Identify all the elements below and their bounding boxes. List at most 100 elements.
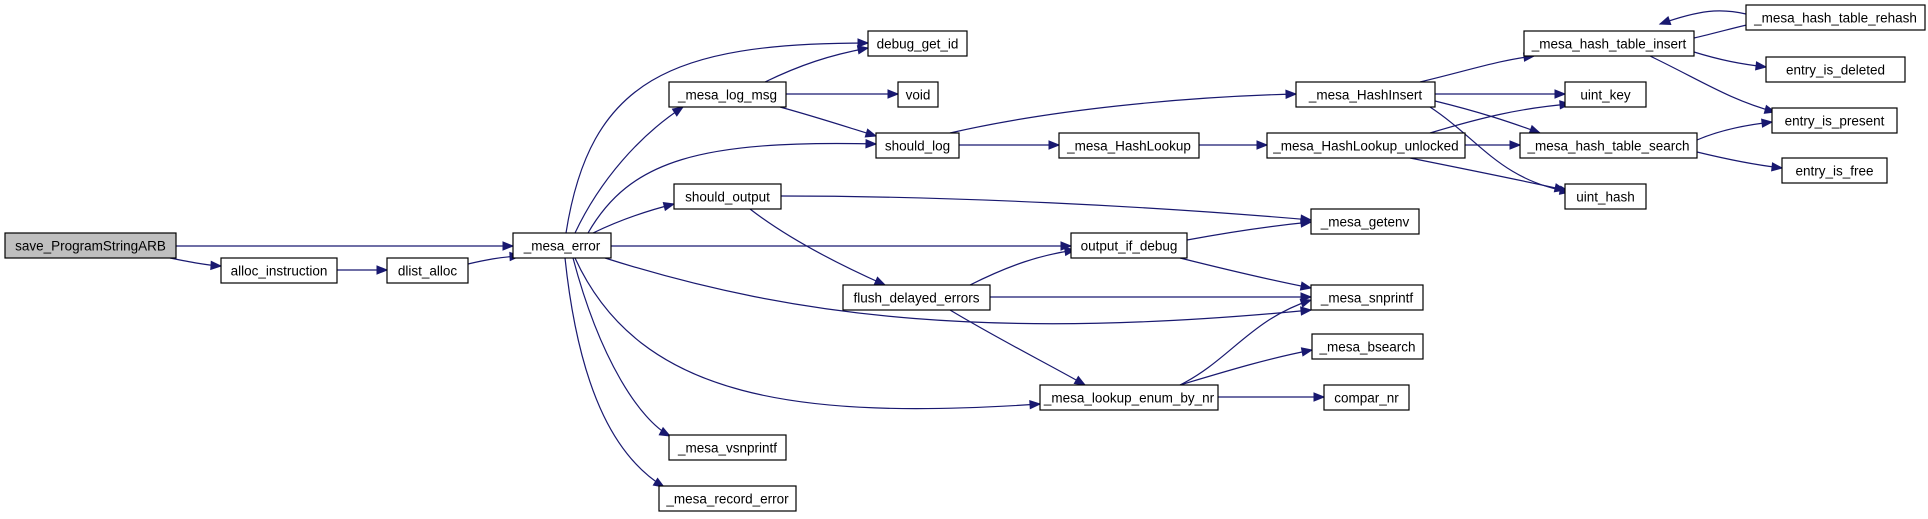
node-box-mesa-bsearch[interactable] [1311,333,1424,360]
node-entry-is-deleted[interactable]: entry_is_deleted [1765,56,1906,83]
node-entry-is-free[interactable]: entry_is_free [1781,157,1888,184]
node-box-uint-hash[interactable] [1564,183,1647,210]
edge-mesa-hash-table-search-to-entry-is-free [1696,151,1783,169]
edge-mesa-lookup-enum-by-nr-to-mesa-snprintf [1179,299,1312,386]
node-box-mesa-log-msg[interactable] [668,81,787,108]
node-box-dlist-alloc[interactable] [386,257,469,284]
node-label-entry-is-free: entry_is_free [1795,164,1873,179]
node-box-output-if-debug[interactable] [1070,232,1188,259]
node-box-mesa-snprintf[interactable] [1310,284,1424,311]
arrowhead-should-log-to-mesa-hashlookup [1048,140,1061,150]
node-should-log[interactable]: should_log [875,132,960,159]
arrowhead-flush-delayed-errors-to-mesa-snprintf [1300,292,1313,302]
node-mesa-snprintf[interactable]: _mesa_snprintf [1310,284,1424,311]
node-mesa-hashlookup-unlocked[interactable]: _mesa_HashLookup_unlocked [1266,132,1466,159]
node-mesa-hashlookup[interactable]: _mesa_HashLookup [1058,132,1200,159]
node-box-flush-delayed-errors[interactable] [842,284,991,311]
node-uint-key[interactable]: uint_key [1564,81,1647,108]
node-label-uint-hash: uint_hash [1576,190,1635,205]
node-flush-delayed-errors[interactable]: flush_delayed_errors [842,284,991,311]
node-label-mesa-record-error: _mesa_record_error [665,492,789,507]
node-box-uint-key[interactable] [1564,81,1647,108]
node-box-entry-is-deleted[interactable] [1765,56,1906,83]
edge-mesa-log-msg-to-debug-get-id [764,47,869,83]
arrowhead-mesa-log-msg-to-void [887,89,900,99]
edge-mesa-error-to-mesa-log-msg [574,106,684,234]
node-mesa-record-error[interactable]: _mesa_record_error [658,485,797,512]
edge-mesa-hash-table-rehash-to-mesa-hash-table-insert [1659,10,1747,25]
arrowhead-alloc-instruction-to-dlist-alloc [376,265,389,275]
arrowhead-output-if-debug-to-mesa-snprintf [1299,281,1313,291]
node-mesa-getenv[interactable]: _mesa_getenv [1310,208,1420,235]
node-box-mesa-lookup-enum-by-nr[interactable] [1039,384,1219,411]
edge-flush-delayed-errors-to-output-if-debug [969,249,1076,286]
arrowhead-save-programstringarb-to-mesa-error [502,241,515,251]
node-mesa-hash-table-search[interactable]: _mesa_hash_table_search [1519,132,1698,159]
arrowhead-mesa-hashlookup-to-mesa-hashlookup-unlocked [1256,140,1269,150]
arrowhead-mesa-error-to-should-output [662,201,676,212]
node-output-if-debug[interactable]: output_if_debug [1070,232,1188,259]
node-mesa-vsnprintf[interactable]: _mesa_vsnprintf [668,434,787,461]
node-box-entry-is-present[interactable] [1771,107,1898,134]
edge-should-output-to-mesa-getenv [780,195,1312,221]
arrowhead-mesa-error-to-mesa-log-msg [671,106,685,117]
arrowhead-mesa-hash-table-insert-to-entry-is-deleted [1755,61,1768,71]
node-dlist-alloc[interactable]: dlist_alloc [386,257,469,284]
node-box-mesa-hashlookup[interactable] [1058,132,1200,159]
node-box-debug-get-id[interactable] [867,30,968,57]
node-box-void[interactable] [897,81,939,108]
node-label-should-log: should_log [885,139,950,154]
node-alloc-instruction[interactable]: alloc_instruction [220,257,338,284]
arrowhead-should-log-to-mesa-hashinsert [1285,89,1298,100]
arrowhead-mesa-hashlookup-unlocked-to-mesa-hash-table-search [1509,140,1522,150]
node-box-mesa-vsnprintf[interactable] [668,434,787,461]
node-box-mesa-hashinsert[interactable] [1295,81,1436,108]
node-box-alloc-instruction[interactable] [220,257,338,284]
edge-mesa-error-to-mesa-vsnprintf [572,257,671,437]
node-box-compar-nr[interactable] [1323,384,1410,411]
arrowhead-mesa-lookup-enum-by-nr-to-mesa-bsearch [1300,347,1314,357]
node-box-mesa-hash-table-search[interactable] [1519,132,1698,159]
node-box-entry-is-free[interactable] [1781,157,1888,184]
node-box-mesa-error[interactable] [512,232,612,259]
node-label-uint-key: uint_key [1580,88,1631,103]
node-mesa-log-msg[interactable]: _mesa_log_msg [668,81,787,108]
node-box-save-programstringarb[interactable] [4,232,177,259]
node-mesa-hash-table-insert[interactable]: _mesa_hash_table_insert [1523,30,1695,57]
arrowhead-mesa-error-to-mesa-vsnprintf [658,426,672,437]
node-label-entry-is-present: entry_is_present [1785,114,1885,129]
edge-mesa-hash-table-search-to-entry-is-present [1696,121,1773,141]
node-label-mesa-vsnprintf: _mesa_vsnprintf [677,441,777,456]
node-box-mesa-hashlookup-unlocked[interactable] [1266,132,1466,159]
arrowhead-mesa-log-msg-to-debug-get-id [856,45,870,55]
node-compar-nr[interactable]: compar_nr [1323,384,1410,411]
node-save-programstringarb[interactable]: save_ProgramStringARB [4,232,177,259]
arrowhead-mesa-lookup-enum-by-nr-to-mesa-snprintf [1299,298,1313,308]
node-label-mesa-snprintf: _mesa_snprintf [1320,291,1414,306]
node-debug-get-id[interactable]: debug_get_id [867,30,968,57]
node-box-should-output[interactable] [673,183,782,210]
node-mesa-bsearch[interactable]: _mesa_bsearch [1311,333,1424,360]
node-mesa-hash-table-rehash[interactable]: _mesa_hash_table_rehash [1745,4,1926,31]
node-mesa-error[interactable]: _mesa_error [512,232,612,259]
node-box-mesa-hash-table-insert[interactable] [1523,30,1695,57]
node-should-output[interactable]: should_output [673,183,782,210]
edge-mesa-error-to-debug-get-id [565,42,869,234]
edge-output-if-debug-to-mesa-getenv [1186,221,1312,241]
node-label-compar-nr: compar_nr [1334,391,1399,406]
node-label-void: void [906,88,931,103]
node-box-should-log[interactable] [875,132,960,159]
node-void[interactable]: void [897,81,939,108]
arrowhead-mesa-error-to-mesa-lookup-enum-by-nr [1029,399,1042,410]
node-label-mesa-hash-table-search: _mesa_hash_table_search [1526,139,1689,154]
node-box-mesa-hash-table-rehash[interactable] [1745,4,1926,31]
arrowhead-mesa-log-msg-to-should-log [864,128,878,138]
node-box-mesa-record-error[interactable] [658,485,797,512]
node-mesa-lookup-enum-by-nr[interactable]: _mesa_lookup_enum_by_nr [1039,384,1219,411]
edge-mesa-error-to-mesa-snprintf [604,257,1312,325]
node-box-mesa-getenv[interactable] [1310,208,1420,235]
node-entry-is-present[interactable]: entry_is_present [1771,107,1898,134]
node-uint-hash[interactable]: uint_hash [1564,183,1647,210]
node-mesa-hashinsert[interactable]: _mesa_HashInsert [1295,81,1436,108]
